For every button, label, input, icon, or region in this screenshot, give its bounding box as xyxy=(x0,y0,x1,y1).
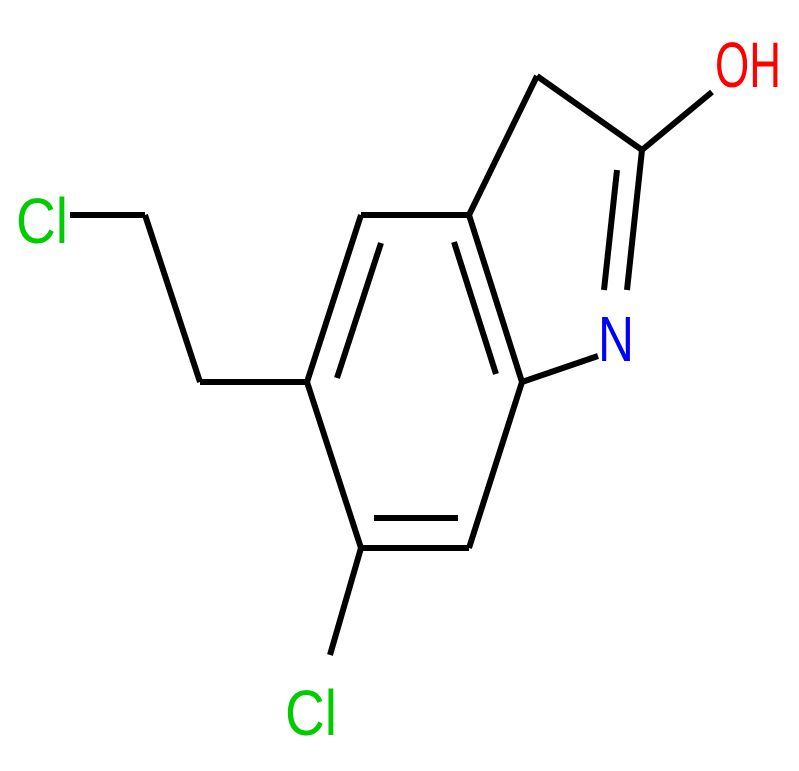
bond-ring-c3a-c7a xyxy=(466,214,525,383)
bond-c2-n xyxy=(624,149,645,291)
atom-label-ring-nitrogen: N xyxy=(598,303,634,375)
atom-label-ring-chlorine: Cl xyxy=(285,677,337,749)
bond-c2-oh xyxy=(640,89,714,153)
bond-ring-c6-c5 xyxy=(304,381,364,549)
bond-c3-c2 xyxy=(535,73,644,153)
atom-label-chloroethyl-chlorine: Cl xyxy=(16,185,68,257)
bond-c3a-c3 xyxy=(466,74,540,217)
bond-c6-cl xyxy=(327,547,364,656)
bond-ring-c7a-c7 xyxy=(466,381,525,549)
bond-ring-c4-c4-inner xyxy=(334,242,384,379)
bond-ch2-ch2 xyxy=(142,214,203,383)
bond-c2-n-inner xyxy=(601,169,620,291)
atom-label-hydroxyl: OH xyxy=(715,29,781,101)
bond-n-c7a xyxy=(521,353,599,385)
bond-ring-c5-c4 xyxy=(304,214,364,383)
bond-ring-c3a-c7a-inner xyxy=(451,241,499,375)
